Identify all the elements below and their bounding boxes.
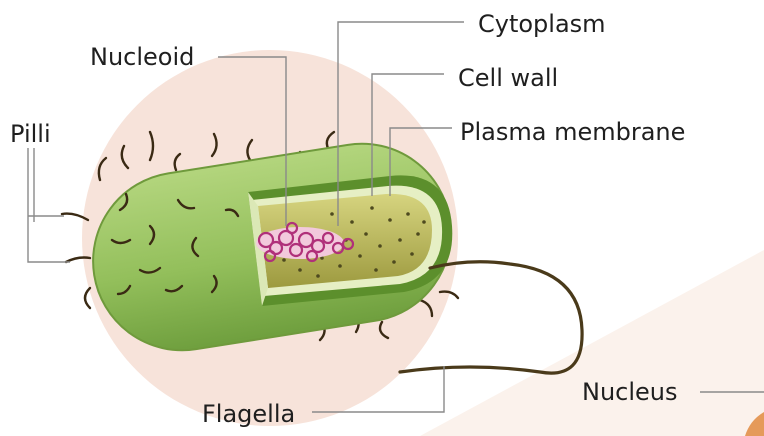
background-stripe [745,412,764,436]
nucleoid [256,221,355,263]
flagellum [398,260,584,375]
label-cell-wall: Cell wall [458,64,558,92]
background-wedge [420,250,764,436]
cutaway [248,175,453,306]
label-cytoplasm: Cytoplasm [478,10,606,38]
label-flagella: Flagella [202,400,295,428]
label-nucleoid: Nucleoid [90,43,194,71]
leader-lines [27,21,764,413]
label-pilli: Pilli [10,120,51,148]
label-plasma-membrane: Plasma membrane [460,118,685,146]
label-nucleus: Nucleus [582,378,678,406]
